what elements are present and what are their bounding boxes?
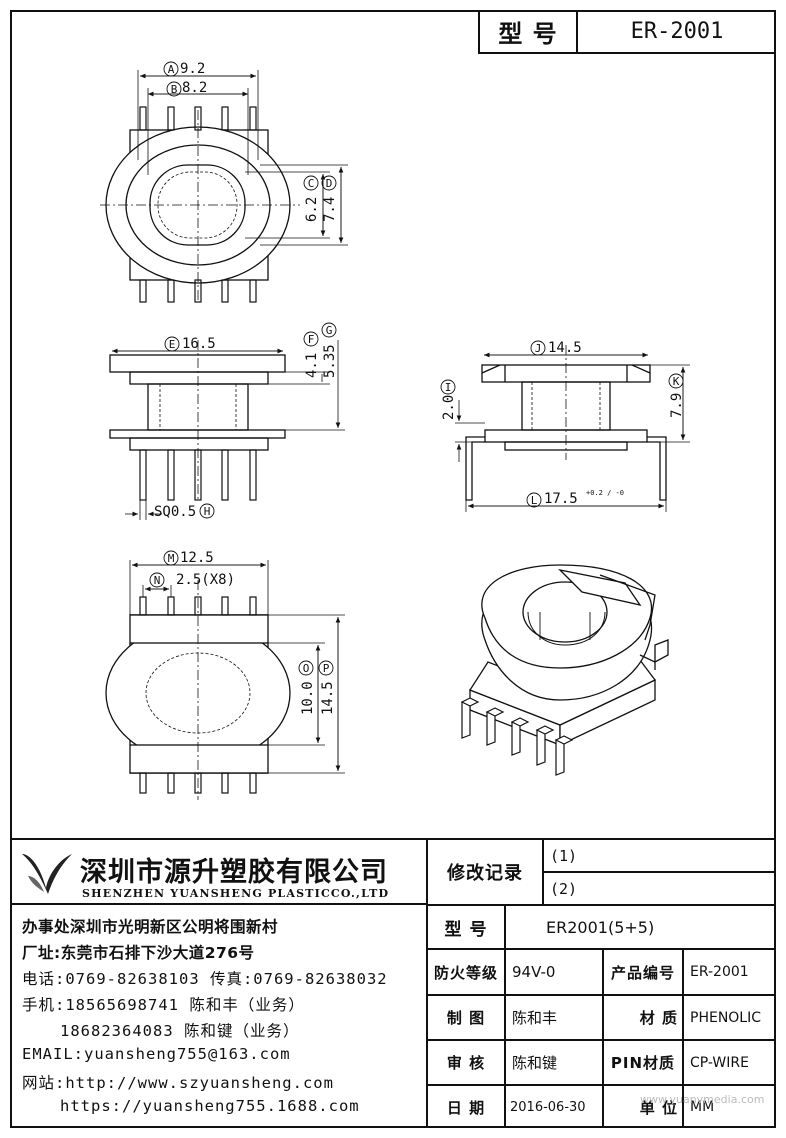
dim-o-value: 10.0 xyxy=(300,681,316,715)
svg-text:H: H xyxy=(204,505,211,518)
drawing-frame xyxy=(10,10,776,1128)
svg-text:G: G xyxy=(326,324,333,337)
label-c-marker: C xyxy=(303,175,319,191)
dim-h-value: SQ0.5 xyxy=(154,504,196,520)
isometric-view xyxy=(460,564,669,776)
svg-text:D: D xyxy=(326,177,333,190)
email: EMAIL:yuansheng755@163.com xyxy=(22,1045,291,1063)
label-o-marker: O xyxy=(298,660,314,676)
label-j-marker: J xyxy=(530,340,546,356)
date-label: 日 期 xyxy=(446,1098,486,1117)
top-view xyxy=(100,70,348,303)
title-model-label: 型 号 xyxy=(498,19,558,48)
office-address: 办事处深圳市光明新区公明将围新村 xyxy=(22,918,279,936)
model-label: 型 号 xyxy=(444,919,488,940)
revision-label: 修改记录 xyxy=(447,863,523,884)
front-view xyxy=(109,340,345,520)
model-value: ER2001(5+5) xyxy=(546,917,655,937)
title-model-value: ER-2001 xyxy=(630,18,724,44)
label-i-marker: I xyxy=(440,379,456,395)
revision-1: (1) xyxy=(550,846,578,865)
label-n-marker: N xyxy=(149,572,165,588)
website-1: 网站:http://www.szyuansheng.com xyxy=(22,1074,334,1092)
label-g-marker: G xyxy=(321,322,337,338)
svg-text:E: E xyxy=(169,338,176,351)
dim-e-value: 16.5 xyxy=(182,336,216,352)
label-h-marker: H xyxy=(199,503,215,519)
dim-m-value: 12.5 xyxy=(180,550,214,566)
dim-f-value: 4.1 xyxy=(304,353,320,378)
svg-text:L: L xyxy=(531,494,538,507)
technical-drawing: 9.2 8.2 6.2 7.4 16.5 4.1 5.35 SQ0.5 14.5… xyxy=(100,61,690,800)
svg-text:C: C xyxy=(308,177,315,190)
title-block: 型 号 ER-2001 xyxy=(478,10,776,54)
info-table: 修改记录 (1) (2) 型 号 ER2001(5+5) 防火等级 94V-0 … xyxy=(428,840,776,1128)
dim-p-value: 14.5 xyxy=(320,681,336,715)
dim-d-value: 7.4 xyxy=(322,197,338,222)
dim-l-tolerance: +0.2 / -0 xyxy=(586,489,624,497)
dim-a-value: 9.2 xyxy=(180,61,205,77)
label-e-marker: E xyxy=(164,336,180,352)
side-view xyxy=(455,345,690,512)
dim-k-value: 7.9 xyxy=(669,393,685,418)
pin-material-label: PIN材质 xyxy=(610,1054,676,1072)
svg-text:M: M xyxy=(168,552,175,565)
material-value: PHENOLIC xyxy=(690,1009,762,1026)
product-no-value: ER-2001 xyxy=(690,964,749,980)
unit-value: MM xyxy=(690,1099,715,1115)
dim-l-value: 17.5 xyxy=(544,491,578,507)
label-p-marker: P xyxy=(318,660,334,676)
svg-text:I: I xyxy=(445,381,452,394)
dim-b-value: 8.2 xyxy=(182,80,207,96)
unit-label: 单 位 xyxy=(639,1098,678,1117)
svg-text:P: P xyxy=(323,662,330,675)
factory-address: 厂址:东莞市石排下沙大道276号 xyxy=(22,944,255,962)
mobile-2: 18682364083 陈和键（业务） xyxy=(60,1022,300,1040)
label-k-marker: K xyxy=(668,373,684,389)
material-label: 材 质 xyxy=(639,1009,678,1027)
label-f-marker: F xyxy=(303,331,319,347)
dim-c-value: 6.2 xyxy=(304,197,320,222)
svg-text:A: A xyxy=(168,63,175,76)
product-no-label: 产品编号 xyxy=(610,963,675,982)
svg-text:J: J xyxy=(535,342,542,355)
company-name-en: SHENZHEN YUANSHENG PLASTICCO.,LTD xyxy=(82,887,390,900)
phone-fax: 电话:0769-82638103 传真:0769-82638032 xyxy=(22,970,388,988)
label-l-marker: L xyxy=(526,492,542,508)
label-d-marker: D xyxy=(321,175,337,191)
company-name-cn: 深圳市源升塑胶有限公司 xyxy=(80,857,388,888)
checked-by-value: 陈和键 xyxy=(512,1054,558,1072)
revision-2: (2) xyxy=(550,879,578,898)
svg-text:B: B xyxy=(171,83,178,96)
watermark: www.yuanvmedia.com xyxy=(640,1093,765,1106)
date-value: 2016-06-30 xyxy=(510,1099,586,1115)
svg-text:O: O xyxy=(303,662,310,675)
checked-by-label: 审 核 xyxy=(446,1054,486,1072)
fire-rating-value: 94V-0 xyxy=(512,963,556,981)
label-b-marker: B xyxy=(166,81,182,97)
drawn-by-value: 陈和丰 xyxy=(512,1009,558,1027)
bottom-view xyxy=(105,560,345,800)
company-logo xyxy=(22,854,72,894)
svg-text:K: K xyxy=(673,375,680,388)
mobile-1: 手机:18565698741 陈和丰（业务） xyxy=(22,996,305,1014)
svg-text:N: N xyxy=(154,574,161,587)
dim-j-value: 14.5 xyxy=(548,340,582,356)
dim-g-value: 5.35 xyxy=(322,344,338,378)
dim-i-value: 2.0 xyxy=(441,395,457,420)
label-m-marker: M xyxy=(163,550,179,566)
pin-material-value: CP-WIRE xyxy=(690,1054,749,1071)
dim-n-value: 2.5(X8) xyxy=(176,572,235,588)
website-2: https://yuansheng755.1688.com xyxy=(60,1097,360,1115)
fire-rating-label: 防火等级 xyxy=(433,963,498,982)
svg-text:F: F xyxy=(308,333,315,346)
label-a-marker: A xyxy=(163,61,179,77)
drawn-by-label: 制 图 xyxy=(446,1009,486,1027)
